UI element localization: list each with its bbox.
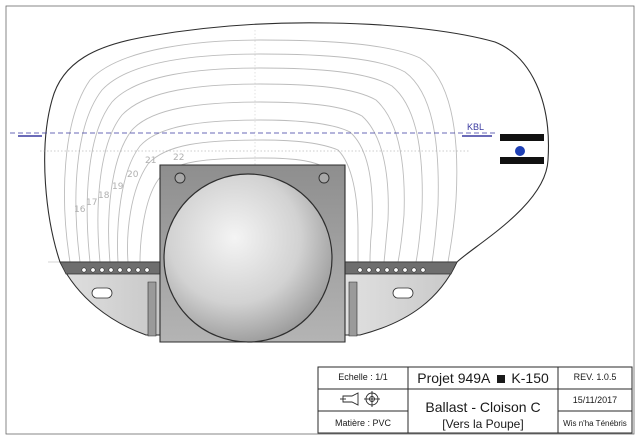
project-name: Projet 949A: [417, 370, 490, 386]
bolt-hole-left: [174, 172, 186, 184]
frame-label-22: 22: [173, 153, 184, 163]
frame-number-labels: 16 17 18 19 20 21 22: [74, 153, 184, 215]
separator-square-icon: [496, 374, 505, 383]
frame-label-21: 21: [145, 156, 156, 166]
projection-symbol-icon: [340, 391, 380, 407]
sheet-border: [5, 5, 635, 435]
waterline-label: KBL: [467, 122, 484, 132]
project-code: K-150: [511, 370, 549, 386]
revision-label: REV. 1.0.5: [573, 372, 617, 382]
reference-lines: [40, 30, 470, 180]
title-block: [317, 366, 633, 434]
frame-label-19: 19: [112, 182, 124, 192]
frame-label-17: 17: [86, 198, 97, 208]
scale-label: Echelle : 1/1: [338, 372, 388, 382]
part-name: Ballast - Cloison C: [425, 399, 541, 415]
frame-contours: [64, 39, 458, 263]
waterline: [10, 132, 496, 137]
date-label: 15/11/2017: [572, 395, 618, 405]
part-orientation: [Vers la Poupe]: [442, 417, 524, 431]
bolt-hole-right: [318, 172, 330, 184]
right-wing-plate: [344, 261, 458, 337]
frame-label-16: 16: [74, 205, 86, 215]
material-label: Matière : PVC: [334, 418, 392, 428]
hull-outline: [44, 22, 550, 263]
frame-label-20: 20: [127, 170, 139, 180]
project-title: Projet 949A K-150: [408, 370, 558, 386]
left-wing-plate: [59, 261, 161, 337]
orientation-marker: [500, 134, 544, 164]
ballast-sphere: [163, 173, 333, 343]
author-label: Wis n'ha Ténébris: [563, 419, 627, 428]
frame-label-18: 18: [98, 191, 110, 201]
